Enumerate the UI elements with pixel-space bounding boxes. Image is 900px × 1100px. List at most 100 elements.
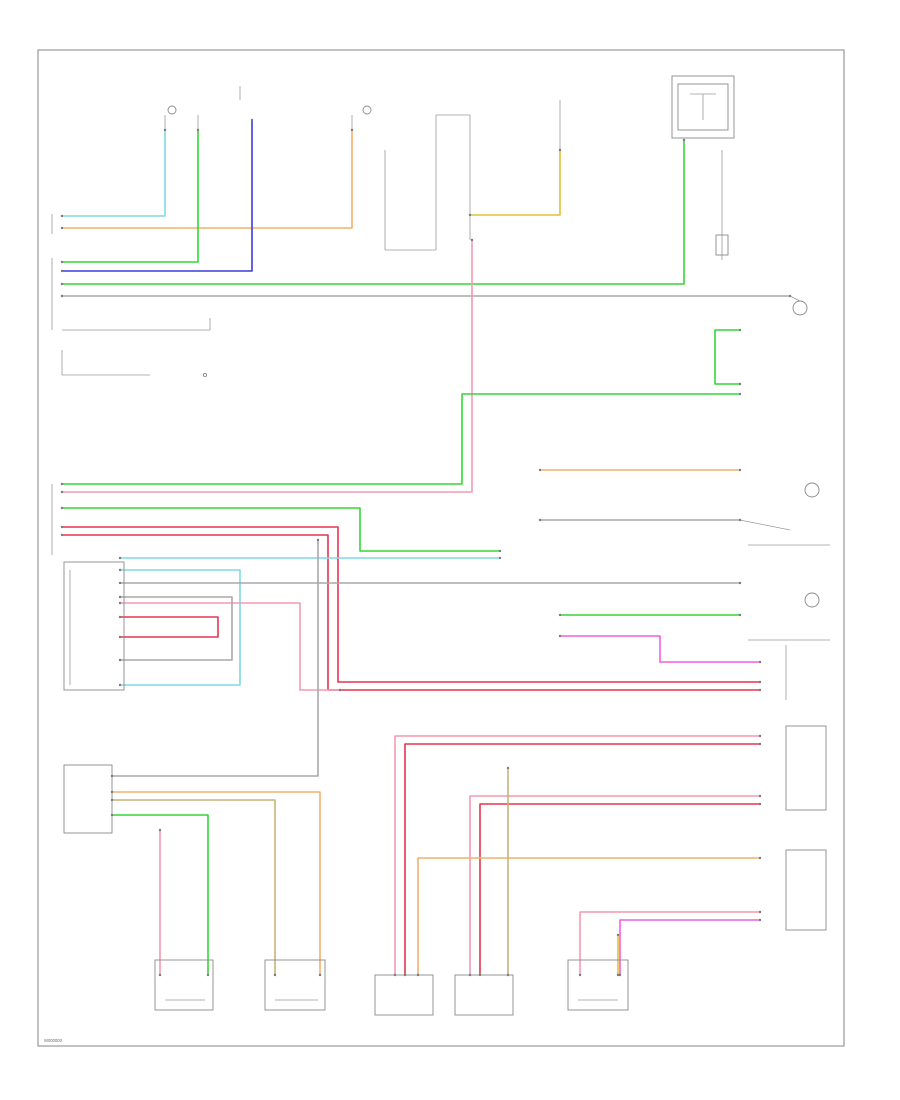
- wire-end-w-mag-right-1: [758, 660, 762, 664]
- wire-w-grn-top: [61, 129, 199, 263]
- wire-w-cyan-1: [119, 569, 241, 686]
- wire-w-pink-loop: [119, 602, 341, 691]
- wire-end-w-red-vert-0: [470, 238, 474, 242]
- wire-layer: [61, 119, 791, 976]
- wire-end-w-gry-loop-0: [118, 595, 122, 599]
- wire-end-w-grn-long-0: [60, 282, 64, 286]
- wire-end-w-tan-lower-0: [506, 973, 510, 977]
- wire-w-yel-tr: [469, 149, 561, 216]
- wire-w-pink-lower: [394, 735, 761, 976]
- wire-end-w-pink-loop-0: [118, 601, 122, 605]
- wire-end-w-gry-mid-1: [738, 581, 742, 585]
- wire-end-w-pink-lower2-1: [758, 794, 762, 798]
- wire-end-w-gry-long-0: [60, 294, 64, 298]
- wire-end-w-grn-top-1: [196, 128, 200, 132]
- wire-end-w-red-lower-1: [758, 742, 762, 746]
- wire-end-w-grn-right-0: [558, 613, 562, 617]
- wire-end-w-grn-loop-0: [738, 328, 742, 332]
- wire-end-w-cyan-1-0: [118, 568, 122, 572]
- wire-w-blu-top: [61, 119, 253, 272]
- fuse-block: [715, 150, 729, 260]
- wire-w-gry-bl: [111, 539, 319, 777]
- wire-end-w-tan-lower-1: [506, 766, 510, 770]
- page-id-label: W000000: [44, 1038, 63, 1043]
- wire-w-pink-lower3: [579, 911, 761, 976]
- right-connector-b: [785, 725, 827, 811]
- wire-end-w-blu-top-1: [250, 118, 254, 122]
- top-right-module: [671, 75, 735, 139]
- wire-end-w-gry-bl-0: [110, 774, 114, 778]
- wire-end-w-red-2-1: [758, 688, 762, 692]
- wire-end-w-ltgrn-top-1: [163, 128, 167, 132]
- right-switch: [739, 519, 830, 546]
- wire-end-w-grn-long-1: [682, 138, 686, 142]
- wire-w-ltgrn-top: [61, 129, 166, 217]
- wire-w-red-lower2: [479, 803, 761, 976]
- diagram-border: [37, 49, 845, 1047]
- right-ground-2: [804, 482, 820, 498]
- wire-end-w-grn-bl-0: [110, 813, 114, 817]
- bottom-module-center: [374, 974, 434, 1016]
- bottom-module-right-2: [567, 959, 629, 1011]
- right-connector-a: [748, 639, 830, 700]
- wire-end-w-grn-step-0: [60, 506, 64, 510]
- wire-w-orange-bl: [111, 791, 321, 976]
- wire-end-w-grn-right-1: [738, 613, 742, 617]
- right-ground-3: [804, 592, 820, 608]
- wire-end-w-pink-lower3-0: [578, 973, 582, 977]
- wire-w-grn-loop: [714, 329, 741, 385]
- wire-end-w-grn-bl-1: [206, 973, 210, 977]
- bottom-sensor-1: [154, 959, 214, 1011]
- wire-w-red-lower: [404, 743, 761, 976]
- wire-end-w-pink-bl-0: [158, 973, 162, 977]
- wire-end-w-red-lower-0: [403, 973, 407, 977]
- bottom-module-right-1: [454, 974, 514, 1016]
- wire-end-w-cyan-2-0: [118, 556, 122, 560]
- right-ground-1: [789, 295, 808, 316]
- wire-end-w-grn-mid-1: [738, 392, 742, 396]
- wire-end-w-pink-loop-1: [338, 688, 342, 692]
- wire-end-w-gry-long-1: [788, 294, 792, 298]
- top-left-sensor: [164, 105, 199, 130]
- wire-end-w-cyan-1-1: [118, 683, 122, 687]
- splice-points: [60, 118, 792, 977]
- wire-end-w-red-1-1: [758, 680, 762, 684]
- wire-end-w-red-loop-0: [118, 615, 122, 619]
- wire-end-w-orange-mid-0: [538, 468, 542, 472]
- wire-end-w-gry-mid-0: [118, 581, 122, 585]
- wire-end-w-pink-bl-1: [158, 828, 162, 832]
- wire-end-w-red-lower2-0: [478, 973, 482, 977]
- left-switch: [61, 318, 211, 378]
- wire-w-mag-right: [559, 635, 761, 663]
- wire-end-w-cyan-2-1: [498, 556, 502, 560]
- wire-w-red-loop: [119, 616, 219, 638]
- wire-end-w-red-lower2-1: [758, 802, 762, 806]
- wire-w-red-vert: [61, 239, 473, 493]
- wire-end-w-orange-top-1: [350, 128, 354, 132]
- wire-end-w-gry-right-0: [538, 518, 542, 522]
- wire-end-w-orange-top-0: [60, 226, 64, 230]
- wire-end-w-yel-lr-0: [616, 973, 620, 977]
- wire-w-mag-lr: [619, 919, 761, 976]
- wire-end-w-mag-lr-1: [758, 918, 762, 922]
- top-mid-sensor: [351, 105, 372, 130]
- wire-end-w-tan-bl-0: [110, 798, 114, 802]
- wire-w-gry-loop: [119, 596, 233, 661]
- wire-end-w-grn-mid-0: [60, 482, 64, 486]
- wire-end-w-gry-loop-1: [118, 658, 122, 662]
- wire-end-w-grn-step-1: [498, 549, 502, 553]
- wire-end-w-red-vert-1: [60, 490, 64, 494]
- wire-end-w-orange-bl-1: [318, 973, 322, 977]
- wire-end-w-gry-bl-1: [316, 538, 320, 542]
- top-center-ground: [384, 114, 471, 251]
- wire-end-w-ltgrn-top-0: [60, 214, 64, 218]
- wire-w-grn-bl: [111, 814, 209, 976]
- wire-w-grn-mid: [61, 393, 741, 485]
- wire-end-w-pink-lower3-1: [758, 910, 762, 914]
- wire-end-w-yel-tr-1: [468, 213, 472, 217]
- wire-end-w-grn-loop-1: [738, 382, 742, 386]
- left-junction-block: [63, 561, 125, 691]
- wire-w-pink-lower2: [469, 795, 761, 976]
- wire-w-red-1: [61, 526, 761, 683]
